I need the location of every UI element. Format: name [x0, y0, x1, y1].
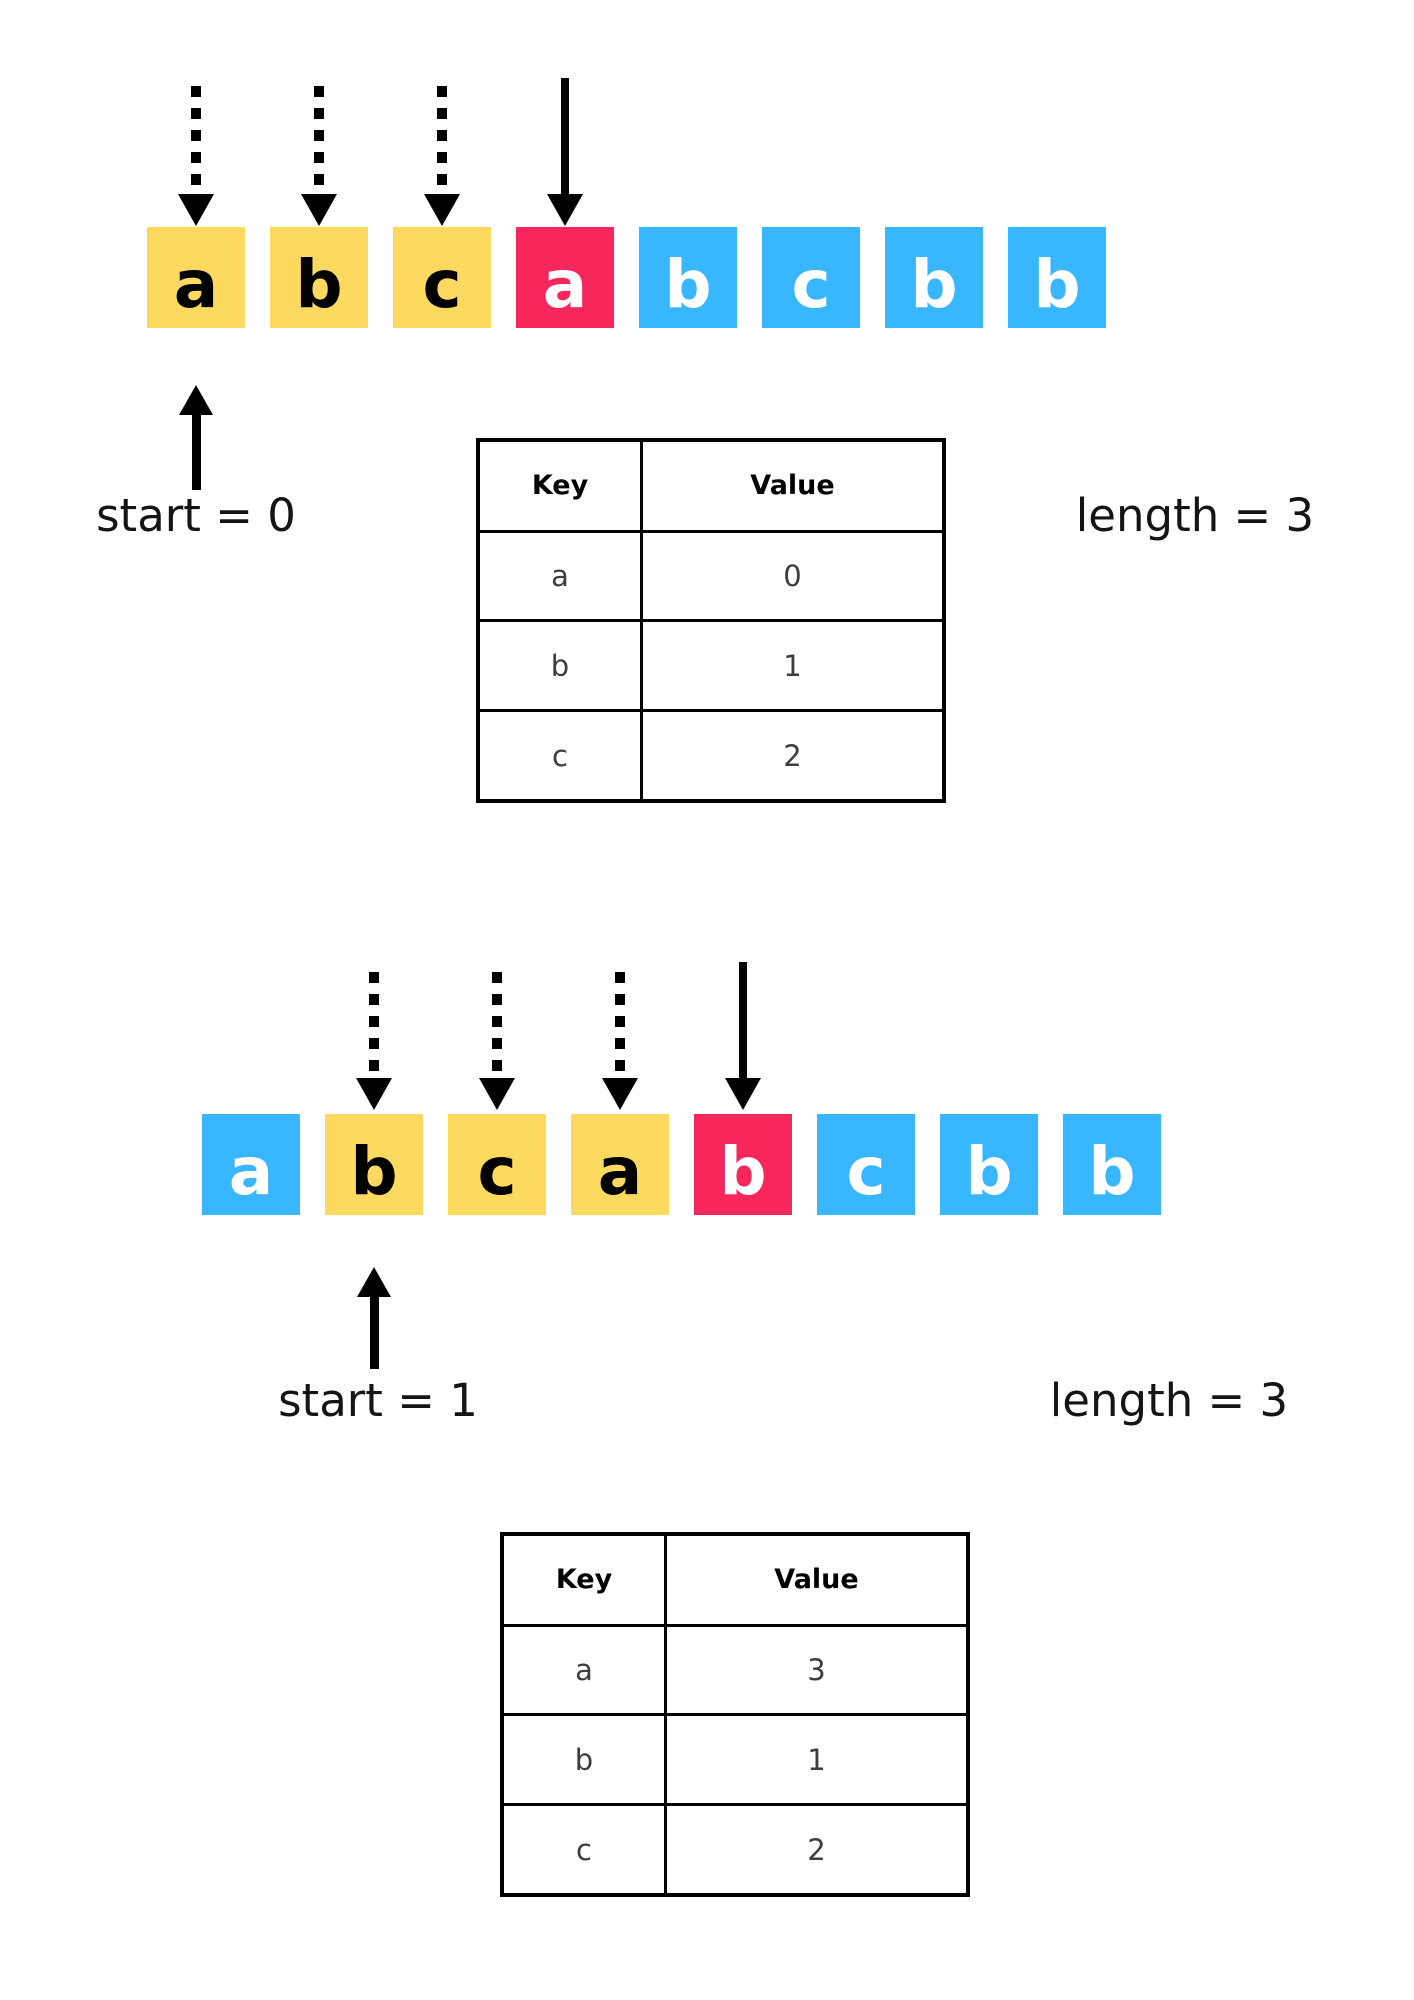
- arrow-head: [424, 194, 460, 226]
- array-cell: a: [202, 1114, 300, 1215]
- value-cell: 2: [640, 709, 946, 803]
- hashmap-table: Key Value a 0 b 1 c 2: [476, 438, 946, 803]
- dashed-arrow-shaft: [191, 86, 201, 194]
- dashed-down-arrow-icon: [356, 972, 392, 1110]
- dashed-down-arrow-icon: [479, 972, 515, 1110]
- array-cell: b: [325, 1114, 423, 1215]
- solid-arrow-shaft: [561, 78, 569, 194]
- arrow-head: [301, 194, 337, 226]
- start-up-arrow-icon: [179, 385, 213, 490]
- table-header-row: Key Value: [500, 1532, 970, 1627]
- arrow-head: [356, 1078, 392, 1110]
- value-cell: 1: [640, 619, 946, 713]
- table-header-row: Key Value: [476, 438, 946, 533]
- up-arrow-shaft: [369, 1297, 379, 1369]
- arrow-head: [725, 1078, 761, 1110]
- arrow-head: [357, 1267, 391, 1297]
- array-cell: c: [817, 1114, 915, 1215]
- array-cell: b: [1063, 1114, 1161, 1215]
- array-cell: b: [639, 227, 737, 328]
- dashed-arrow-shaft: [314, 86, 324, 194]
- table-row: c 2: [476, 709, 946, 803]
- key-cell: b: [500, 1713, 667, 1807]
- dashed-arrow-shaft: [437, 86, 447, 194]
- key-header: Key: [500, 1532, 667, 1627]
- dashed-down-arrow-icon: [301, 86, 337, 226]
- key-header: Key: [476, 438, 643, 533]
- arrow-head: [602, 1078, 638, 1110]
- up-arrow-shaft: [191, 415, 201, 490]
- start-up-arrow-icon: [357, 1267, 391, 1369]
- array-cell: b: [940, 1114, 1038, 1215]
- array-cell: a: [571, 1114, 669, 1215]
- start-label: start = 0: [96, 489, 296, 542]
- array-cell: b: [885, 227, 983, 328]
- array-cell: c: [762, 227, 860, 328]
- table-row: a 0: [476, 529, 946, 623]
- arrow-head: [178, 194, 214, 226]
- dashed-arrow-shaft: [492, 972, 502, 1078]
- table-row: c 2: [500, 1803, 970, 1897]
- arrow-head: [479, 1078, 515, 1110]
- solid-arrow-shaft: [739, 962, 747, 1078]
- key-cell: c: [476, 709, 643, 803]
- key-cell: a: [476, 529, 643, 623]
- arrow-head: [179, 385, 213, 415]
- array-cell: c: [393, 227, 491, 328]
- value-header: Value: [640, 438, 946, 533]
- start-label: start = 1: [278, 1374, 478, 1427]
- table-row: b 1: [476, 619, 946, 713]
- array-cell: b: [694, 1114, 792, 1215]
- table-row: a 3: [500, 1623, 970, 1717]
- arrow-head: [547, 194, 583, 226]
- length-label: length = 3: [1075, 489, 1315, 542]
- value-cell: 2: [664, 1803, 970, 1897]
- value-cell: 0: [640, 529, 946, 623]
- dashed-down-arrow-icon: [602, 972, 638, 1110]
- solid-down-arrow-icon: [547, 78, 583, 226]
- array-cell: c: [448, 1114, 546, 1215]
- key-cell: c: [500, 1803, 667, 1897]
- value-cell: 1: [664, 1713, 970, 1807]
- value-cell: 3: [664, 1623, 970, 1717]
- dashed-arrow-shaft: [615, 972, 625, 1078]
- solid-down-arrow-icon: [725, 962, 761, 1110]
- key-cell: b: [476, 619, 643, 713]
- table-row: b 1: [500, 1713, 970, 1807]
- array-cell: b: [270, 227, 368, 328]
- hashmap-table: Key Value a 3 b 1 c 2: [500, 1532, 970, 1897]
- dashed-down-arrow-icon: [178, 86, 214, 226]
- array-cell: b: [1008, 227, 1106, 328]
- length-label: length = 3: [1049, 1374, 1289, 1427]
- key-cell: a: [500, 1623, 667, 1717]
- array-cell: a: [516, 227, 614, 328]
- value-header: Value: [664, 1532, 970, 1627]
- array-cell: a: [147, 227, 245, 328]
- dashed-down-arrow-icon: [424, 86, 460, 226]
- dashed-arrow-shaft: [369, 972, 379, 1078]
